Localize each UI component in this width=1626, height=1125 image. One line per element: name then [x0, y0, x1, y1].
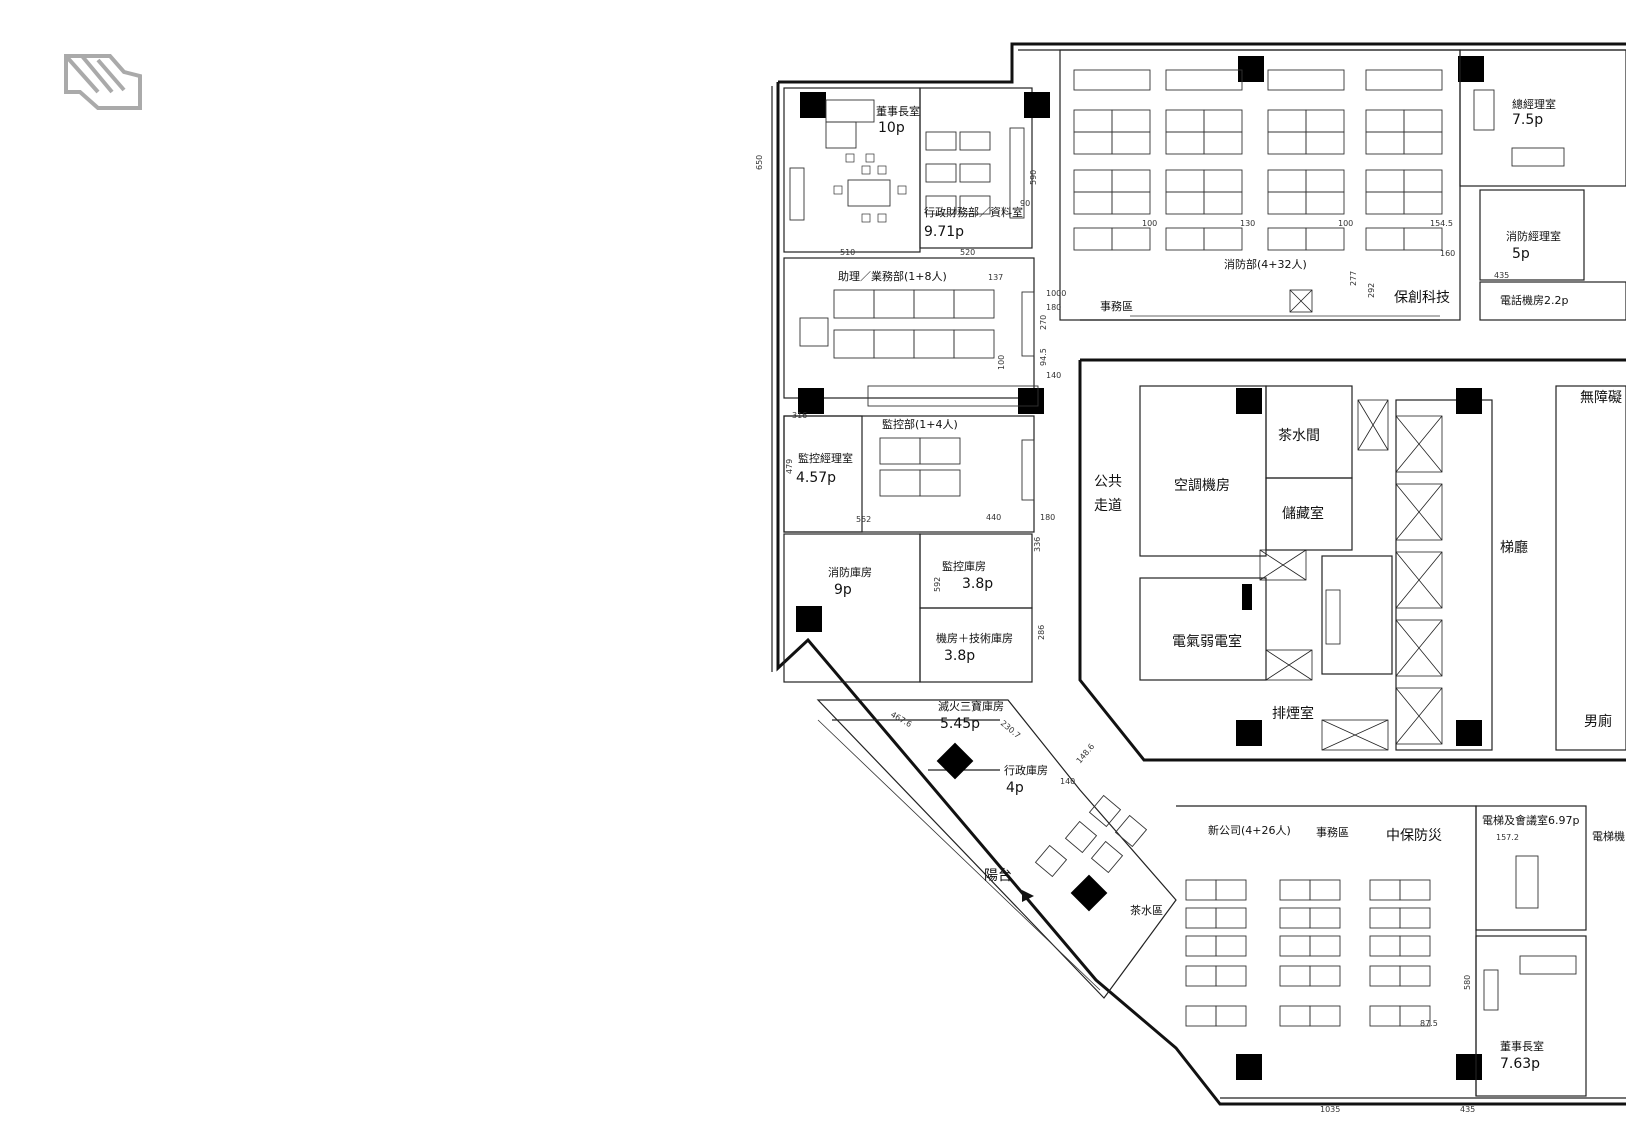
pantry-label: 茶水間 — [1278, 428, 1320, 444]
dimension-label: 90 — [1020, 199, 1030, 208]
dimension-label: 180 — [1046, 303, 1061, 312]
dimension-label: 140 — [1060, 777, 1075, 786]
arrow-right-icon — [1022, 890, 1034, 902]
male-wc-label: 男廁 — [1584, 713, 1612, 730]
machine-store-area: 3.8p — [944, 648, 975, 664]
chairman-room-area: 10p — [878, 120, 905, 136]
extinguish-store-area: 5.45p — [940, 716, 980, 732]
monitor-mgr-label: 監控經理室 — [798, 451, 853, 465]
fire-dept-office: 消防部(4+32人) 事務區 保創科技 — [1059, 49, 1484, 321]
dimension-label: 292 — [1367, 283, 1376, 298]
elec2-label: 電梯機 — [1592, 829, 1625, 843]
new-office-label: 新公司(4+26人) — [1208, 823, 1291, 837]
monitor-store-label: 監控庫房 — [942, 559, 986, 573]
dimension-label: 130 — [1240, 219, 1255, 228]
chairman2-label: 董事長室 — [1500, 1039, 1544, 1053]
dimension-label: 100 — [1338, 219, 1353, 228]
dimension-label: 1000 — [1046, 289, 1066, 298]
dimension-label: 1035 — [1320, 1105, 1340, 1114]
admin-finance-label: 行政財務部／資料室 — [924, 205, 1023, 219]
storage-label: 儲藏室 — [1282, 505, 1324, 522]
dimension-label: 510 — [840, 248, 855, 257]
lobby-label: 梯廳 — [1500, 539, 1528, 556]
dimension-label: 87.5 — [1420, 1019, 1438, 1028]
dimension-label: 180 — [1040, 513, 1055, 522]
dimension-label: 592 — [933, 577, 942, 592]
elec-room-r-label: 電話機房2.2p — [1500, 293, 1568, 307]
dimension-label: 520 — [960, 248, 975, 257]
office-area2-label: 事務區 — [1316, 825, 1349, 839]
dimension-label: 100 — [1142, 219, 1157, 228]
tea-area-label: 茶水區 — [1130, 904, 1163, 917]
monitor-dept: 監控部(1+4人) 監控經理室 4.57p — [783, 385, 1039, 533]
dimension-label: 140 — [1046, 371, 1061, 380]
admin-store-label: 行政庫房 — [1004, 763, 1048, 777]
public-label: 公共 — [1094, 474, 1122, 490]
dimension-label: 137 — [988, 273, 1003, 282]
dimension-label: 277 — [1349, 271, 1358, 286]
cn-security-label: 中保防災 — [1386, 828, 1442, 844]
chairman2-area: 7.63p — [1500, 1056, 1540, 1072]
monitor-store-area: 3.8p — [962, 576, 993, 592]
admin-finance-area: 9.71p — [924, 224, 964, 240]
dimension-label: 286 — [1037, 625, 1046, 640]
disabled-wc-label: 無障礙 — [1580, 390, 1622, 406]
outer-walls — [771, 42, 1626, 1106]
admin-store-area: 4p — [1006, 780, 1024, 796]
security-tech-label: 保創科技 — [1394, 290, 1450, 306]
dimension-label: 467.6 — [889, 710, 913, 729]
dimension-label: 336 — [1033, 537, 1042, 552]
dimension-label: 157.2 — [1496, 833, 1519, 842]
dimension-label: 148.6 — [1075, 742, 1097, 765]
new-office: 新公司(4+26人) 事務區 中保防災 電梯及會議室6.97p 電梯機 董事長室… — [1176, 805, 1625, 1097]
logo-icon — [64, 54, 142, 110]
assistant-dept-label: 助理／業務部(1+8人) — [838, 269, 947, 283]
machine-store-label: 機房＋技術庫房 — [936, 631, 1013, 645]
dimension-label: 100 — [997, 355, 1006, 370]
smoke-room-label: 排煙室 — [1272, 705, 1314, 722]
balcony-label: 陽台 — [984, 868, 1012, 884]
dimension-label: 552 — [856, 515, 871, 524]
dimension-label: 94.5 — [1039, 348, 1048, 366]
gm-room-area: 7.5p — [1512, 112, 1543, 128]
fire-dept-label: 消防部(4+32人) — [1224, 257, 1307, 271]
elec-room-label: 電氣弱電室 — [1172, 633, 1242, 650]
fire-mgr-area: 5p — [1512, 246, 1530, 262]
monitor-dept-label: 監控部(1+4人) — [882, 417, 958, 431]
fire-mgr-label: 消防經理室 — [1506, 229, 1561, 243]
dimension-label: 230.7 — [999, 719, 1022, 741]
dimension-label: 590 — [1029, 170, 1038, 185]
office-area-label: 事務區 — [1100, 299, 1133, 313]
dimension-label: 270 — [1039, 315, 1048, 330]
admin-finance-room: 行政財務部／資料室 9.71p — [919, 87, 1050, 249]
dimension-label: 580 — [1463, 975, 1472, 990]
fire-store-area: 9p — [834, 582, 852, 598]
fire-store-label: 消防庫房 — [828, 565, 872, 579]
ac-room-label: 空調機房 — [1174, 478, 1230, 494]
dimension-label: 160 — [1440, 249, 1455, 258]
extinguish-store-label: 滅火三寶庫房 — [938, 699, 1004, 713]
corridor-label: 走道 — [1094, 498, 1122, 514]
meeting-room-label: 電梯及會議室6.97p — [1482, 813, 1579, 827]
monitor-mgr-area: 4.57p — [796, 470, 836, 486]
chairman-room-label: 董事長室 — [876, 104, 920, 118]
gm-room-label: 總經理室 — [1512, 97, 1556, 111]
dimension-label: 435 — [1460, 1105, 1475, 1114]
stores-left: 消防庫房 9p 監控庫房 3.8p 機房＋技術庫房 3.8p — [783, 533, 1033, 683]
assistant-dept: 助理／業務部(1+8人) — [783, 257, 1044, 414]
dimension-label: 154.5 — [1430, 219, 1453, 228]
chairman-room: 董事長室 10p — [783, 87, 921, 253]
balcony-zone: 滅火三寶庫房 5.45p 行政庫房 4p 陽台 茶水區 — [816, 699, 1177, 999]
dimension-label: 316 — [792, 411, 807, 420]
building-core: 公共 走道 空調機房 茶水間 儲藏室 梯廳 電氣弱電室 排煙室 無障礙 男廁 — [1078, 358, 1626, 762]
top-right-rooms: 總經理室 7.5p 消防經理室 5p 電話機房2.2p — [1459, 49, 1626, 321]
dimension-label: 479 — [785, 459, 794, 474]
dimension-label: 650 — [755, 155, 764, 170]
dimension-label: 440 — [986, 513, 1001, 522]
dimension-label: 435 — [1494, 271, 1509, 280]
